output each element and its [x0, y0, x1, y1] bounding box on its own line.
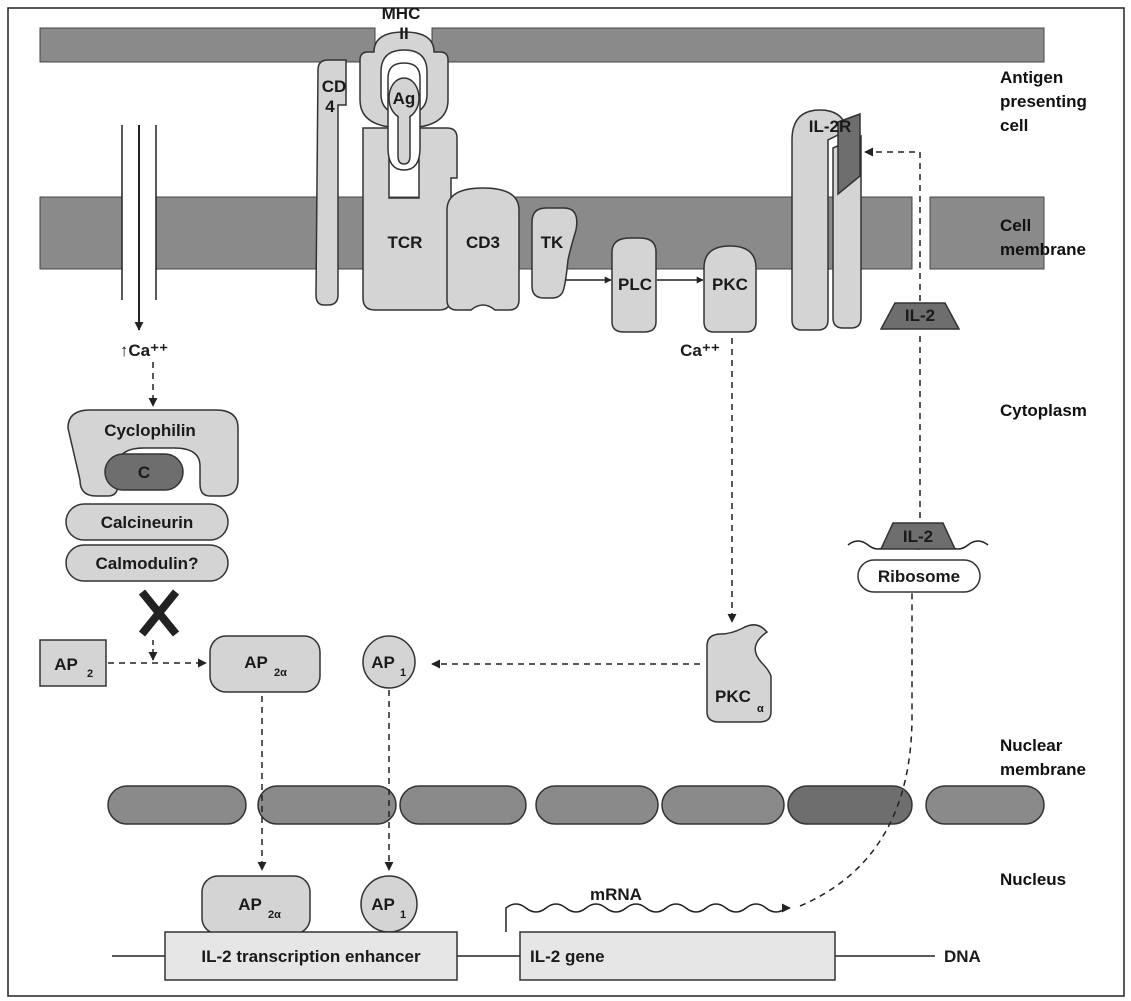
apc-membrane-left: [40, 28, 375, 62]
dna-label: DNA: [944, 947, 981, 966]
mhc-label: MHC: [382, 4, 421, 23]
enhancer-label: IL-2 transcription enhancer: [201, 947, 421, 966]
ap2a-nuc-subscript: 2α: [268, 909, 281, 921]
region-nuclear-line2: membrane: [1000, 760, 1086, 779]
ap1-cyto-label: AP: [371, 653, 395, 672]
il2-top-label: IL-2: [905, 306, 935, 325]
region-apc-line2: presenting: [1000, 92, 1087, 111]
antigen-stem: [398, 116, 410, 164]
ap2a-nuc-label: AP: [238, 895, 262, 914]
region-apc-line3: cell: [1000, 116, 1028, 135]
ap2-label: AP: [54, 655, 78, 674]
calcineurin-label: Calcineurin: [101, 513, 194, 532]
il2r-label: IL-2R: [809, 117, 852, 136]
region-membrane-line2: membrane: [1000, 240, 1086, 259]
antigen-label: Ag: [393, 89, 416, 108]
tcr-label: TCR: [388, 233, 423, 252]
cd4-label: CD: [322, 77, 347, 96]
cyclophilin-label: Cyclophilin: [104, 421, 196, 440]
figure-frame: [8, 8, 1124, 996]
cyclosporin-label: C: [138, 463, 150, 482]
region-cytoplasm: Cytoplasm: [1000, 401, 1087, 420]
il2-gene-label: IL-2 gene: [530, 947, 605, 966]
ap2-subscript: 2: [87, 668, 93, 680]
calcium-up-label: ↑Ca⁺⁺: [120, 341, 168, 360]
pkc-label: PKC: [712, 275, 748, 294]
plc-label: PLC: [618, 275, 652, 294]
ap1-cyto-subscript: 1: [400, 667, 406, 679]
mhc-number: II: [399, 24, 408, 43]
pkc-alpha-subscript: α: [757, 703, 764, 715]
il2-receptor: [792, 110, 861, 330]
calcium-pkc-label: Ca⁺⁺: [680, 341, 720, 360]
cd3-label: CD3: [466, 233, 500, 252]
region-nucleus: Nucleus: [1000, 870, 1066, 889]
ap1-nuc-label: AP: [371, 895, 395, 914]
ribosome-label: Ribosome: [878, 567, 960, 586]
mrna-label: mRNA: [590, 885, 642, 904]
ap1-nuc-subscript: 1: [400, 909, 406, 921]
il2-lower-label: IL-2: [903, 527, 933, 546]
ap2a-cyto-subscript: 2α: [274, 667, 287, 679]
tk-label: TK: [541, 233, 564, 252]
pkc-alpha-label: PKC: [715, 687, 751, 706]
region-nuclear-line1: Nuclear: [1000, 736, 1063, 755]
region-membrane-line1: Cell: [1000, 216, 1031, 235]
cd4-number: 4: [325, 97, 335, 116]
apc-membrane-right: [432, 28, 1044, 62]
region-apc-line1: Antigen: [1000, 68, 1063, 87]
ap2a-cyto-label: AP: [244, 653, 268, 672]
calmodulin-label: Calmodulin?: [96, 554, 199, 573]
